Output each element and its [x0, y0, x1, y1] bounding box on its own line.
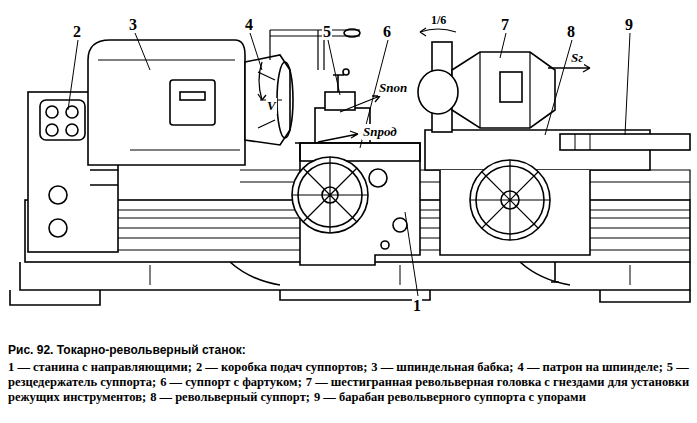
key-entry: 9 — барабан револьверного суппорта с упо…: [314, 390, 586, 404]
callout-number: 4: [244, 17, 254, 33]
callout-number: 7: [500, 17, 510, 33]
key-entry: 3 — шпиндельная бабка;: [371, 360, 513, 374]
callout-number: 8: [566, 24, 576, 40]
figure-caption: Рис. 92. Токарно-револьверный станок: 1 …: [8, 343, 692, 405]
key-entry: 4 — патрон на шпинделе;: [518, 360, 663, 374]
callout-number: 1: [412, 298, 422, 314]
caption-title: Рис. 92. Токарно-револьверный станок:: [8, 343, 692, 358]
motion-label: Sпрод: [362, 124, 398, 140]
callout-number: 3: [128, 17, 138, 33]
key-entry: 1 — станина с направляющими;: [8, 360, 192, 374]
lathe-illustration: [0, 0, 697, 340]
key-entry: 6 — суппорт с фартуком;: [160, 375, 302, 389]
parts-key: 1 — станина с направляющими; 2 — коробка …: [8, 360, 692, 405]
motion-label: Sг: [570, 50, 584, 66]
callout-number: 2: [72, 24, 82, 40]
callout-number: 1/6: [430, 12, 447, 28]
motion-label: Sпоп: [378, 80, 408, 96]
callout-number: 9: [624, 17, 634, 33]
key-entry: 8 — револьверный суппорт;: [150, 390, 310, 404]
motion-label: V: [266, 98, 277, 114]
callout-number: 5: [322, 24, 332, 40]
key-entry: 2 — коробка подач суппортов;: [196, 360, 367, 374]
callout-number: 6: [382, 24, 392, 40]
